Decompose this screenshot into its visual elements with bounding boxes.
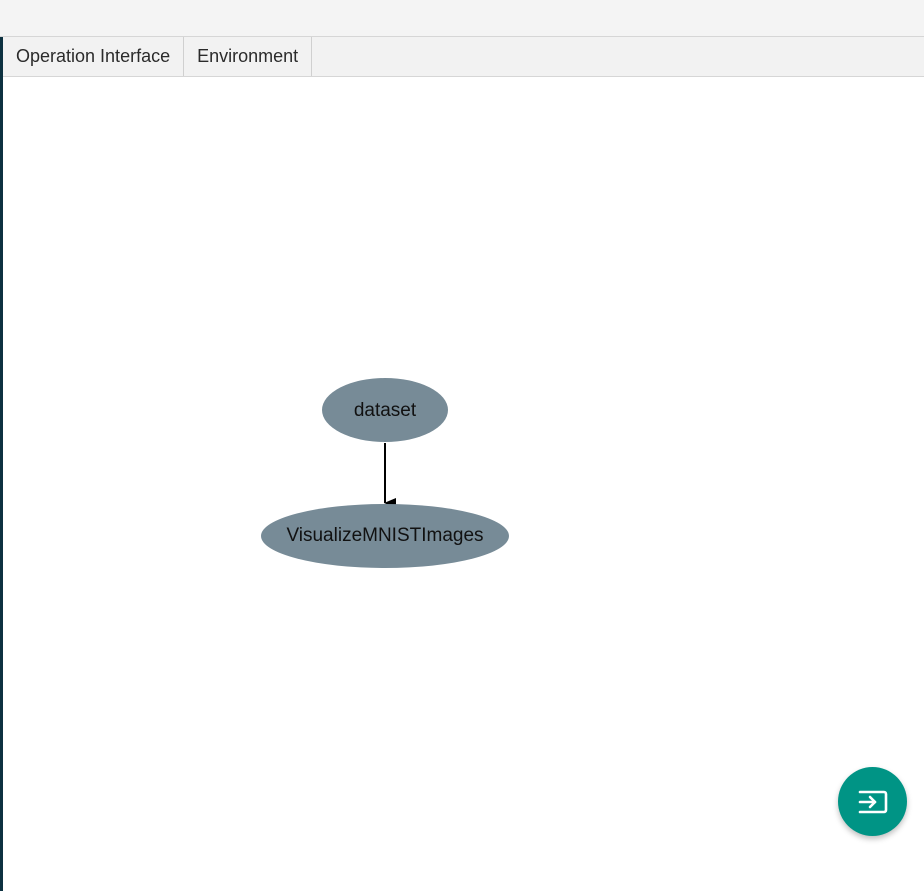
graph-node-visualize-mnist-images[interactable]: VisualizeMNISTImages xyxy=(261,504,509,568)
graph-node-dataset-label: dataset xyxy=(354,400,417,421)
pipeline-graph: dataset VisualizeMNISTImages xyxy=(261,378,509,568)
top-bar xyxy=(0,0,924,37)
tab-bar: Operation Interface Environment xyxy=(3,37,924,77)
left-panel-edge xyxy=(0,37,3,891)
tab-operation-interface[interactable]: Operation Interface xyxy=(3,37,185,76)
input-icon xyxy=(858,790,887,813)
input-action-button[interactable] xyxy=(838,767,907,836)
graph-canvas: dataset VisualizeMNISTImages xyxy=(3,77,924,891)
graph-node-dataset[interactable]: dataset xyxy=(322,378,448,442)
graph-node-visualize-label: VisualizeMNISTImages xyxy=(286,525,483,546)
tab-environment[interactable]: Environment xyxy=(184,37,313,76)
